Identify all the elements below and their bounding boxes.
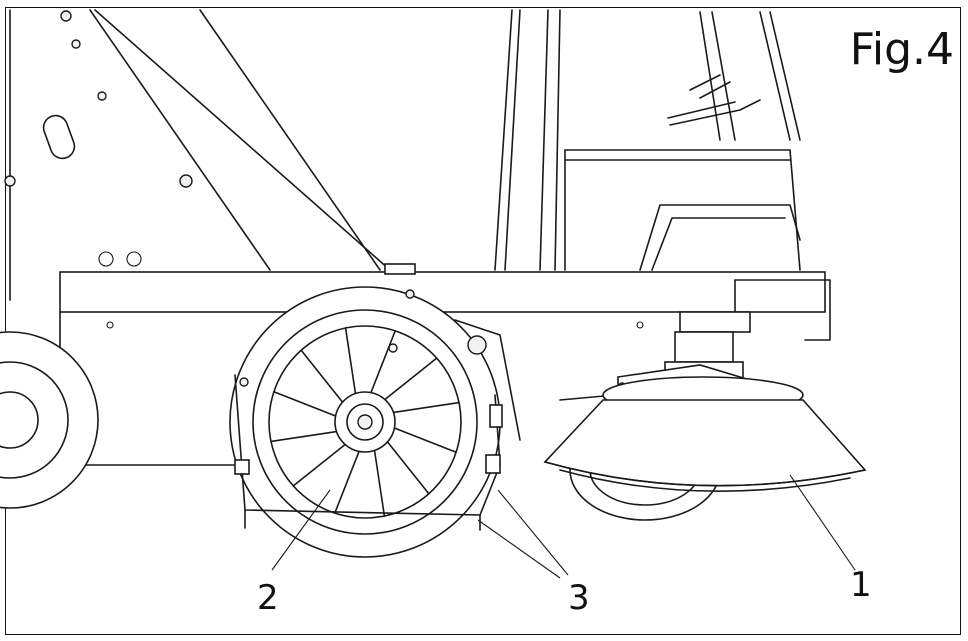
leader-line-3b [477,519,561,579]
wheel-spoke [386,441,430,495]
wheel-spoke [392,401,460,414]
upright-column [494,9,561,271]
wheel-spoke [273,391,337,417]
main-wheel [229,286,501,558]
wheel-spoke [334,450,360,514]
side-brush [543,376,867,493]
wheel-spoke [270,430,338,443]
wheel-spoke [344,327,357,395]
wheel-spoke [370,330,396,394]
figure-title: Fig.4 [849,24,954,75]
wheel-spoke [373,449,386,517]
callout-3: 3 [568,578,590,618]
wheel-guard [234,319,521,531]
leader-lines [271,474,856,579]
rear-wheel [0,331,99,509]
callout-2: 2 [257,578,279,618]
side-panel [4,9,391,301]
callout-1: 1 [850,565,872,605]
wheel-spoke [384,357,438,401]
wheel-spoke [292,443,346,487]
wheel-spoke [300,349,344,403]
leader-line-2 [271,489,331,571]
wheel-spoke [393,427,457,453]
leader-line-1 [789,474,856,571]
leader-line-3a [497,489,569,576]
step-assembly [564,11,801,271]
